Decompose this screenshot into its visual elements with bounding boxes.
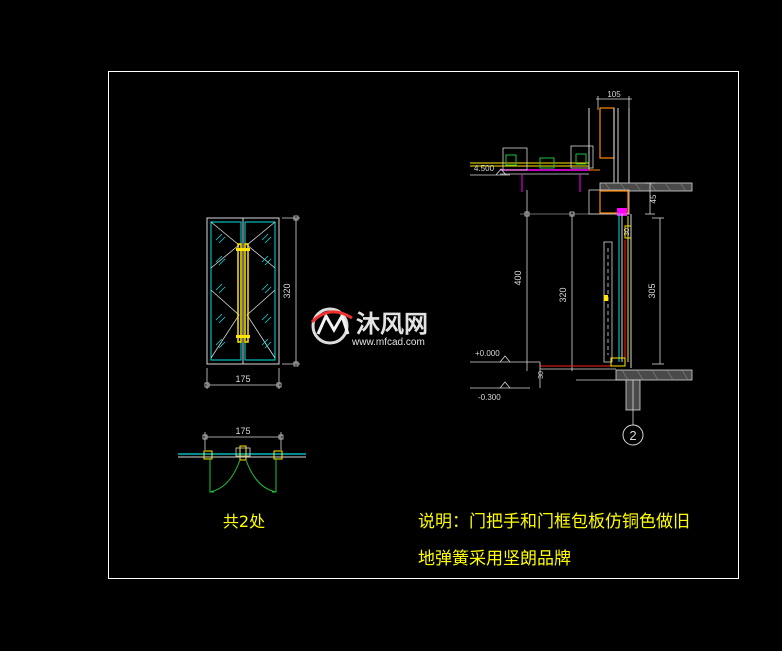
note-line-1: 说明：门把手和门框包板仿铜色做旧	[418, 512, 690, 532]
section-door-dim: 320	[558, 287, 568, 302]
section-glass-dim: 305	[647, 283, 657, 298]
level-zero: +0.000	[475, 349, 500, 358]
level-high: 4.500	[474, 164, 495, 173]
drawing-frame	[108, 71, 739, 579]
watermark: 沐风网 www.mfcad.com	[310, 307, 428, 348]
section-total-dim: 400	[513, 270, 523, 285]
section-top-dim: 105	[607, 90, 621, 99]
section-small-dim: 30	[624, 228, 631, 236]
door-handle-left	[237, 243, 242, 343]
section-sill-dim: 30	[538, 371, 545, 379]
note-line-2: 地弹簧采用坚朗品牌	[418, 549, 571, 569]
plan-width-dim: 175	[235, 426, 250, 436]
watermark-brand: 沐风网	[356, 310, 428, 338]
door-handle-right	[244, 243, 249, 343]
door-plan: 175 共2处	[178, 426, 306, 531]
section-head-dim: 45	[649, 194, 658, 203]
door-elevation: 320 175	[204, 215, 300, 389]
elevation-width-dim: 175	[235, 374, 250, 384]
level-low: -0.300	[478, 393, 501, 402]
detail-marker	[622, 424, 644, 446]
section-detail: 105 4.500	[470, 90, 693, 446]
watermark-logo-icon	[310, 307, 353, 345]
watermark-url: www.mfcad.com	[351, 337, 425, 348]
plan-count-label: 共2处	[223, 512, 265, 531]
detail-number: 2	[629, 428, 636, 443]
elevation-height-dim: 320	[282, 283, 292, 298]
